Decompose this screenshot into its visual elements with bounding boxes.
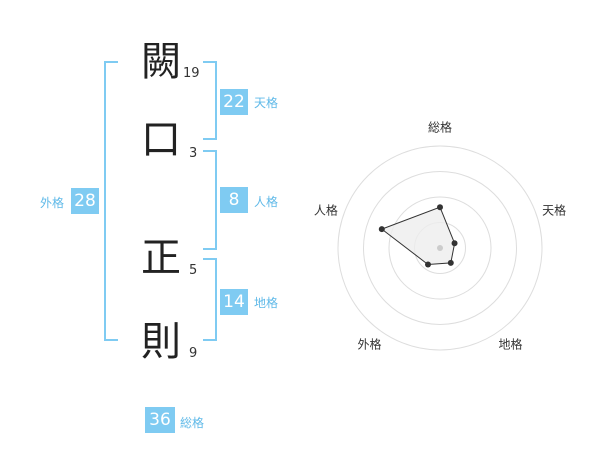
gaikaku-badge: 28	[71, 188, 99, 214]
tenkaku-badge: 22	[220, 89, 248, 115]
stroke-count-4: 9	[189, 346, 198, 361]
radar-point	[378, 226, 385, 233]
chikaku-badge: 14	[220, 289, 248, 315]
radar-axis-label: 天格	[542, 202, 566, 217]
name-char-3: 正	[141, 235, 181, 281]
radar-axis-label: 外格	[357, 337, 381, 352]
gaikaku-bracket	[104, 61, 118, 341]
jinkaku-badge: 8	[220, 187, 248, 213]
name-char-2: 口	[141, 117, 181, 163]
radar-ring	[363, 171, 517, 325]
name-char-4: 則	[141, 319, 181, 365]
radar-center	[437, 245, 443, 251]
radar-axis-label: 総格	[428, 120, 452, 135]
gaikaku-label: 外格	[40, 196, 65, 210]
stroke-count-3: 5	[189, 263, 198, 278]
radar-point	[451, 240, 458, 247]
jinkaku-bracket	[203, 150, 217, 250]
stroke-count-2: 3	[189, 146, 198, 161]
radar-point	[447, 259, 454, 266]
radar-axis-label: 地格	[498, 337, 522, 352]
radar-point	[437, 204, 443, 211]
radar-axis-label: 人格	[314, 202, 338, 217]
soukaku-label: 総格	[180, 416, 205, 430]
tenkaku-label: 天格	[254, 96, 279, 110]
soukaku-badge: 36	[145, 407, 175, 433]
radar-polygon	[380, 206, 456, 266]
chikaku-bracket	[203, 258, 217, 341]
stroke-count-1: 19	[183, 66, 200, 81]
name-char-1: 闕	[141, 39, 181, 85]
radar-ring	[337, 145, 543, 351]
tenkaku-bracket	[203, 61, 217, 140]
jinkaku-label: 人格	[254, 195, 279, 209]
chikaku-label: 地格	[254, 296, 279, 310]
radar-ring	[388, 196, 492, 300]
radar-point	[425, 261, 432, 268]
